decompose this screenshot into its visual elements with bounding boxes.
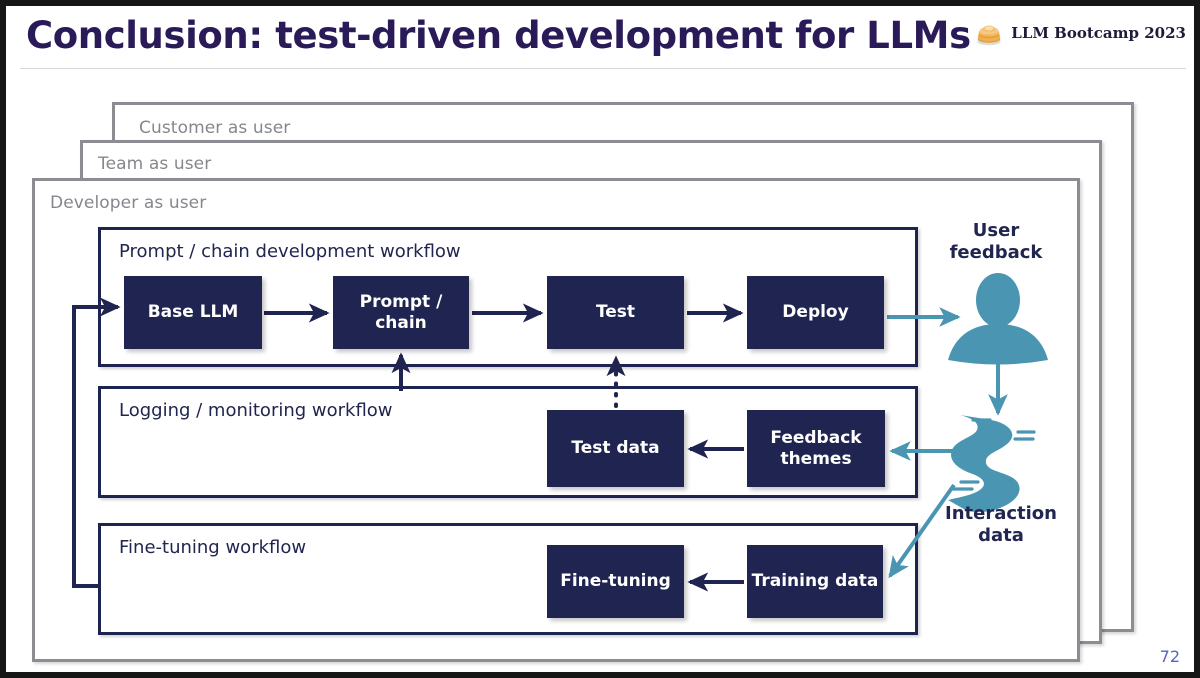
workflow-label-prompt: Prompt / chain development workflow [119, 241, 461, 262]
node-deploy[interactable]: Deploy [747, 276, 884, 349]
brand-mark: LLM Bootcamp 2023 [974, 18, 1186, 48]
node-test-data[interactable]: Test data [547, 410, 684, 487]
slide-canvas: Conclusion: test-driven development for … [6, 6, 1194, 672]
workflow-label-finetune: Fine-tuning workflow [119, 537, 307, 558]
frame-label-developer: Developer as user [50, 193, 207, 213]
page-title: Conclusion: test-driven development for … [26, 14, 971, 57]
node-prompt-chain[interactable]: Prompt / chain [333, 276, 469, 349]
header-divider [20, 68, 1186, 69]
frame-label-team: Team as user [98, 154, 212, 174]
node-fine-tuning[interactable]: Fine-tuning [547, 545, 684, 618]
frame-label-customer: Customer as user [139, 118, 291, 138]
label-user-feedback: User feedback [949, 220, 1043, 263]
node-test[interactable]: Test [547, 276, 684, 349]
label-interaction-data: Interaction data [945, 503, 1057, 546]
workflow-label-logging: Logging / monitoring workflow [119, 400, 393, 421]
node-feedback-themes[interactable]: Feedback themes [747, 410, 885, 487]
node-training-data[interactable]: Training data [747, 545, 883, 618]
node-base-llm[interactable]: Base LLM [124, 276, 262, 349]
brand-label: LLM Bootcamp 2023 [1011, 24, 1186, 42]
page-number: 72 [1159, 647, 1180, 666]
pancakes-icon [977, 25, 1001, 46]
